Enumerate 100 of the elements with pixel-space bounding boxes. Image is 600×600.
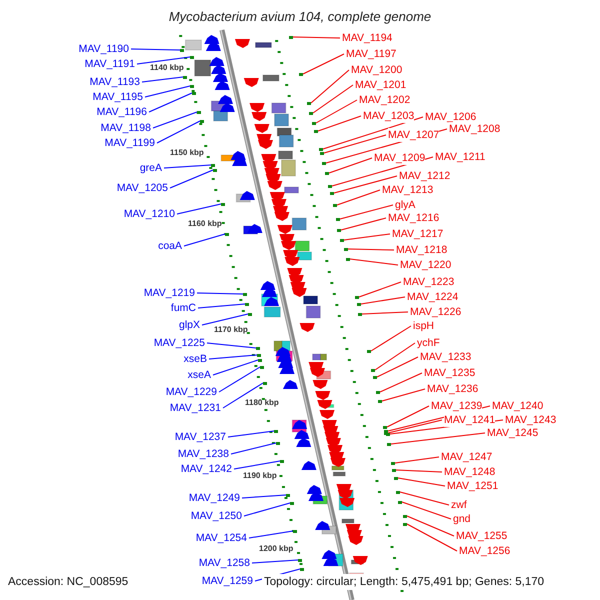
- gene-marker: [394, 476, 398, 480]
- gene-label: MAV_1213: [382, 183, 434, 197]
- diagram-title: Mycobacterium avium 104, complete genome: [168, 9, 432, 24]
- leader-line: [324, 134, 386, 154]
- leader-line: [358, 282, 402, 298]
- leader-line: [244, 502, 290, 516]
- leader-line: [212, 360, 258, 376]
- gene-marker: [263, 382, 267, 384]
- gene-marker: [344, 248, 348, 250]
- genome-info-text: Accession: NC_008595: [7, 575, 130, 590]
- gene-marker: [307, 102, 311, 104]
- leader-line: [322, 116, 424, 150]
- gene-marker: [378, 400, 382, 402]
- leader-line: [312, 84, 354, 114]
- leader-line: [144, 86, 190, 98]
- gene-marker: [312, 122, 316, 124]
- gene-marker: [328, 184, 332, 188]
- gene-marker: [274, 430, 278, 432]
- leader-line: [142, 76, 184, 82]
- leader-line: [316, 100, 358, 124]
- gene-label: gnd: [453, 512, 471, 526]
- gene-marker: [257, 354, 261, 356]
- leader-line: [196, 292, 244, 294]
- leader-line: [370, 326, 412, 352]
- gene-label: MAV_1196: [96, 105, 147, 119]
- gene-label: glyA: [395, 198, 416, 212]
- gene-label: MAV_1241: [444, 413, 496, 427]
- gene-marker: [183, 76, 187, 78]
- gene-label: MAV_1207: [388, 128, 440, 142]
- gene-label: MAV_1258: [198, 556, 250, 570]
- gene-label: MAV_1211: [435, 150, 486, 164]
- leader-line: [130, 48, 180, 50]
- leader-line: [318, 116, 362, 132]
- gene-marker: [290, 502, 294, 504]
- position-marker-label: 1140 kbp: [150, 63, 184, 73]
- leader-line: [394, 456, 440, 464]
- gene-marker: [403, 522, 407, 526]
- gene-label: MAV_1226: [410, 305, 462, 319]
- gene-marker: [336, 218, 340, 220]
- gene-marker: [383, 426, 387, 428]
- leader-line: [198, 304, 246, 308]
- gene-label: MAV_1233: [420, 350, 472, 364]
- leader-line: [328, 158, 372, 174]
- gene-marker: [293, 530, 297, 532]
- gene-label: MAV_1202: [359, 93, 410, 107]
- leader-line: [388, 420, 442, 434]
- leader-line: [360, 296, 406, 304]
- gene-label: MAV_1218: [396, 243, 448, 257]
- gene-label: MAV_1200: [351, 63, 402, 77]
- gene-marker: [221, 202, 225, 206]
- gene-marker: [276, 442, 280, 444]
- gene-marker: [213, 168, 217, 172]
- gene-label: MAV_1237: [174, 430, 226, 444]
- leader-line: [242, 494, 286, 498]
- gene-marker: [325, 172, 329, 174]
- leader-line: [184, 234, 226, 246]
- gene-marker: [340, 238, 344, 242]
- gene-label: greA: [140, 161, 162, 175]
- leader-line: [340, 218, 386, 230]
- leader-line: [170, 170, 214, 188]
- gene-marker: [245, 302, 249, 306]
- gene-label: MAV_1206: [425, 110, 476, 124]
- position-marker-label: 1200 kbp: [259, 544, 294, 554]
- gene-label: MAV_1220: [400, 258, 452, 272]
- leader-line: [348, 248, 394, 250]
- gene-label: MAV_1248: [444, 465, 496, 479]
- gene-label: MAV_1201: [355, 78, 406, 92]
- gene-label: MAV_1259: [202, 574, 253, 588]
- gene-marker: [387, 442, 391, 446]
- leader-line: [374, 342, 416, 370]
- gene-label: MAV_1225: [154, 336, 205, 350]
- gene-label: MAV_1254: [196, 531, 247, 545]
- gene-label: MAV_1209: [374, 151, 426, 165]
- gene-marker: [289, 36, 293, 38]
- leader-line: [228, 430, 274, 438]
- gene-marker: [211, 164, 215, 166]
- gene-label: MAV_1212: [399, 169, 450, 183]
- genome-info-text: Topology: circular; Length: 5,475,491 bp; Genes: 5,170: [262, 574, 546, 590]
- gene-label: MAV_1256: [459, 544, 510, 558]
- leader-line: [156, 120, 200, 144]
- gene-label: MAV_1219: [144, 286, 195, 300]
- leader-line: [376, 356, 418, 378]
- gene-marker: [299, 72, 303, 76]
- gene-label: MAV_1191: [84, 57, 135, 71]
- leader-line: [310, 70, 350, 104]
- gene-label: MAV_1239: [431, 399, 482, 413]
- gene-label: MAV_1251: [447, 479, 498, 493]
- gene-marker: [346, 258, 350, 260]
- leader-line: [344, 234, 390, 240]
- gene-label: MAV_1224: [407, 290, 458, 304]
- gene-label: MAV_1205: [116, 181, 168, 195]
- position-marker-label: 1160 kbp: [188, 219, 222, 229]
- leader-line: [164, 164, 212, 168]
- gene-label: MAV_1240: [492, 399, 544, 413]
- gene-marker: [180, 48, 184, 52]
- gene-label: ychF: [417, 336, 440, 350]
- gene-label: MAV_1231: [170, 401, 221, 415]
- leader-line: [136, 56, 190, 64]
- gene-marker: [286, 494, 290, 496]
- gene-label: MAV_1235: [424, 366, 476, 380]
